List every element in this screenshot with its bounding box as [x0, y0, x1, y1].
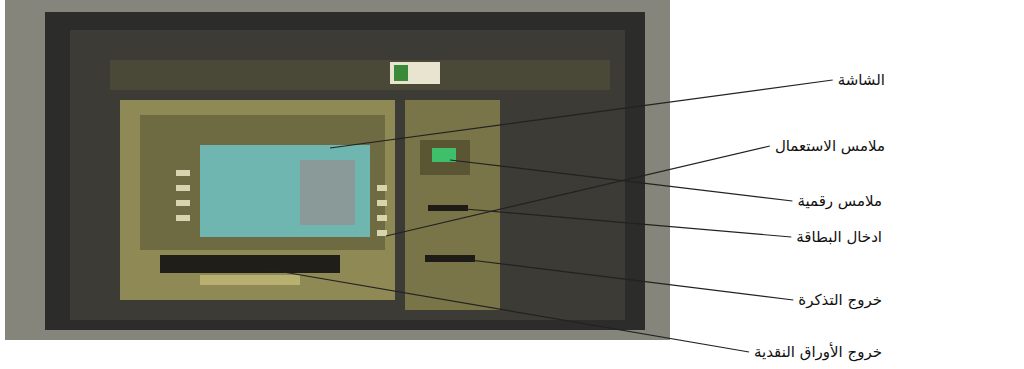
callout-label: ملامس الاستعمال [775, 137, 885, 155]
card-slot [428, 205, 468, 211]
callout-label: خروج الأوراق النقدية [754, 343, 882, 361]
photo-ground [5, 0, 670, 340]
side-keys [176, 170, 387, 236]
screen-picture [300, 160, 355, 225]
cash-slot [160, 255, 340, 273]
keypad-area [420, 140, 470, 175]
receipt-slot [425, 255, 475, 262]
leader-line [470, 260, 793, 300]
cash-lip [200, 275, 300, 285]
leader-line [465, 209, 791, 237]
callout-label: ادخال البطاقة [796, 228, 882, 246]
screen-panel [120, 100, 395, 300]
screen-bezel [140, 115, 385, 250]
callout-label: ملامس رقمية [797, 192, 882, 210]
sign-logo [394, 65, 408, 81]
atm-housing [70, 30, 625, 320]
leader-line [450, 160, 792, 201]
sign [390, 62, 440, 84]
callout-label: الشاشة [838, 71, 885, 89]
leader-line [260, 268, 749, 352]
callout-label: خروج التذكرة [798, 291, 882, 309]
leader-line [330, 80, 833, 148]
leader-lines [260, 80, 833, 352]
top-band [110, 60, 610, 90]
screen [200, 145, 370, 237]
